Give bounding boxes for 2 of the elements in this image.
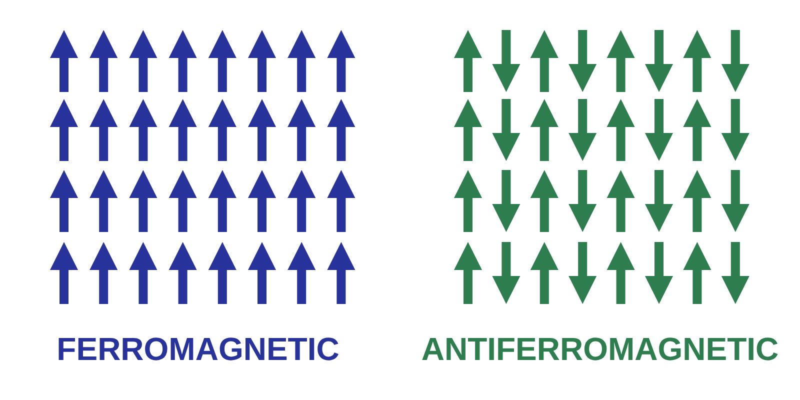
magnetic-order-label: ANTIFERROMAGNETIC	[421, 330, 779, 368]
magnetic-order-label: FERROMAGNETIC	[56, 330, 340, 368]
